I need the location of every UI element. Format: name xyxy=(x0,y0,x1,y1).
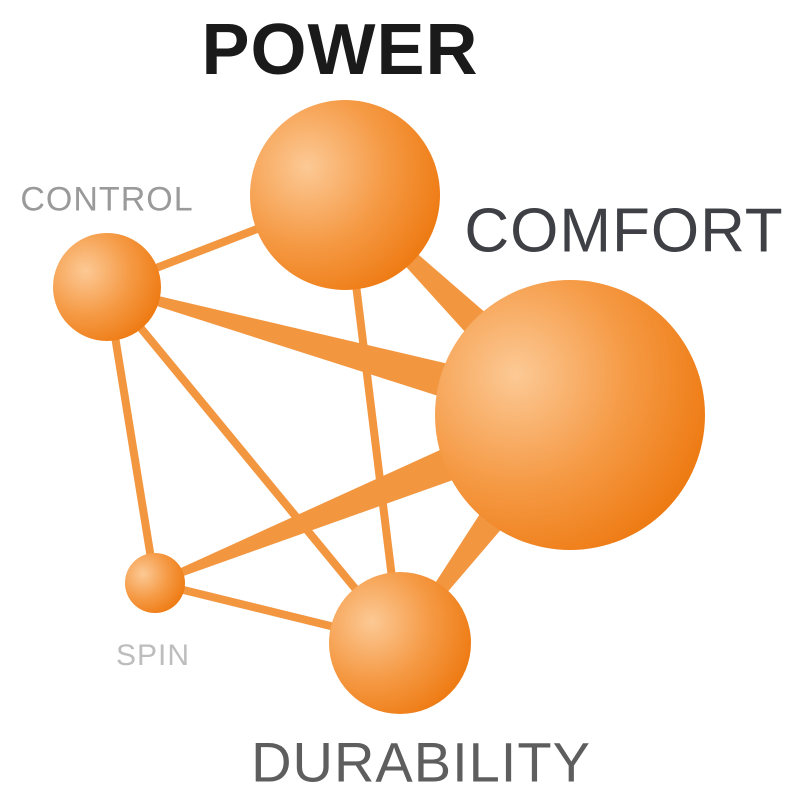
node-control xyxy=(53,233,161,341)
link-control-spin xyxy=(103,286,159,584)
label-comfort: COMFORT xyxy=(464,196,784,266)
label-power: POWER xyxy=(201,10,479,90)
label-control: CONTROL xyxy=(20,180,194,219)
label-durability: DURABILITY xyxy=(251,730,591,794)
node-comfort xyxy=(435,280,705,550)
node-spin xyxy=(125,553,185,613)
node-power xyxy=(250,100,440,290)
link-control-durability xyxy=(103,284,404,646)
link-power-durability xyxy=(341,194,404,644)
node-durability xyxy=(329,572,471,714)
label-spin: SPIN xyxy=(115,639,191,672)
